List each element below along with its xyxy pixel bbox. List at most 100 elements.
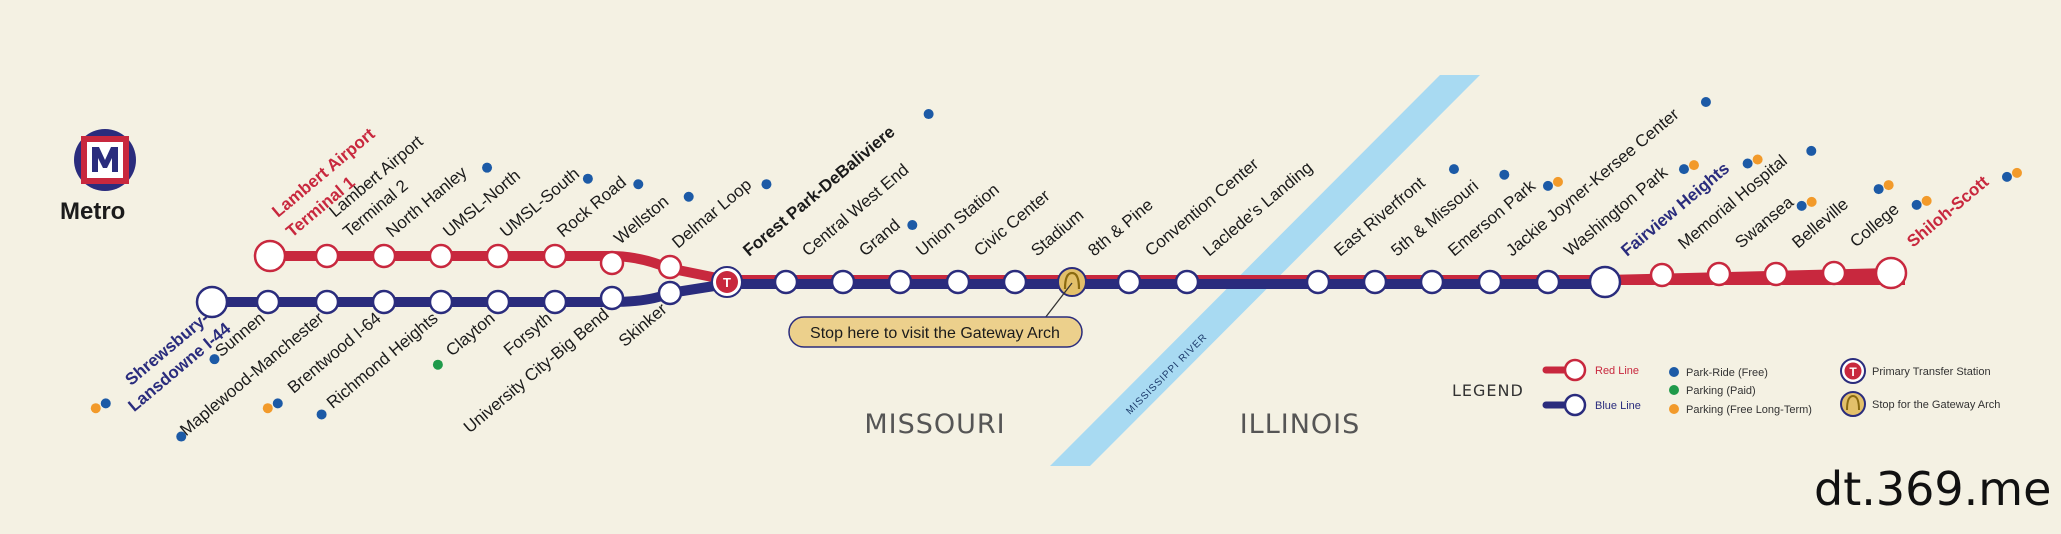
station-shrewsbury-lansdowne-i-44[interactable] bbox=[195, 285, 229, 319]
station-skinker[interactable] bbox=[657, 280, 683, 306]
station-lambert-airport-terminal-2[interactable] bbox=[314, 243, 340, 269]
parking-parking-free-long-term-icon bbox=[1552, 176, 1563, 187]
parking-park-ride-icon bbox=[923, 109, 934, 120]
gateway-arch-callout-box bbox=[788, 316, 1083, 348]
station-umsl-north[interactable] bbox=[428, 243, 454, 269]
gateway-arch-icon bbox=[1063, 271, 1081, 290]
parking-parking-free-long-term-icon bbox=[1883, 180, 1894, 191]
station-umsl-south[interactable] bbox=[485, 243, 511, 269]
station-memorial-hospital[interactable] bbox=[1649, 262, 1675, 288]
station-jackie-joyner-kersee-center[interactable] bbox=[1477, 269, 1503, 295]
parking-park-ride-icon bbox=[482, 162, 493, 173]
station-college[interactable] bbox=[1821, 260, 1847, 286]
station-clayton[interactable] bbox=[485, 289, 511, 315]
parking-park-ride-icon bbox=[1448, 164, 1459, 175]
parking-parking-free-long-term-icon bbox=[1688, 160, 1699, 171]
legend-arch-stop-label: Stop for the Gateway Arch bbox=[1872, 399, 2000, 411]
parking-park-ride-icon bbox=[2001, 171, 2012, 182]
legend-parking-free-long-term-icon bbox=[1669, 404, 1679, 414]
state-label-missouri: MISSOURI bbox=[864, 409, 1005, 440]
parking-park-ride-icon bbox=[1742, 158, 1753, 169]
legend-parking-paid-label: Parking (Paid) bbox=[1686, 385, 1756, 397]
station-maplewood-manchester[interactable] bbox=[314, 289, 340, 315]
legend-transfer-label: Primary Transfer Station bbox=[1872, 366, 1991, 378]
legend-red-line-label: Red Line bbox=[1595, 365, 1639, 377]
legend-blue-line-icon bbox=[1563, 393, 1587, 417]
station-5th-missouri[interactable] bbox=[1362, 269, 1388, 295]
station-washington-park[interactable] bbox=[1535, 269, 1561, 295]
parking-park-ride-icon bbox=[100, 398, 111, 409]
parking-parking-free-long-term-icon bbox=[1806, 196, 1817, 207]
station-central-west-end[interactable] bbox=[773, 269, 799, 295]
legend-blue-line-label: Blue Line bbox=[1595, 400, 1641, 412]
red-line-extension-path bbox=[1604, 268, 1892, 285]
station-east-riverfront[interactable] bbox=[1305, 269, 1331, 295]
mississippi-river bbox=[1050, 75, 1480, 466]
svg-text:T: T bbox=[1849, 365, 1857, 379]
parking-park-ride-icon bbox=[316, 409, 327, 420]
transfer-icon bbox=[716, 271, 738, 293]
station-sunnen[interactable] bbox=[255, 289, 281, 315]
parking-park-ride-icon bbox=[272, 398, 283, 409]
parking-park-ride-icon bbox=[1796, 200, 1807, 211]
station-emerson-park[interactable] bbox=[1419, 269, 1445, 295]
state-label-illinois: ILLINOIS bbox=[1240, 409, 1361, 440]
logo-text: Metro bbox=[60, 198, 125, 225]
parking-park-ride-icon bbox=[1806, 145, 1817, 156]
station-brentwood-i-64[interactable] bbox=[371, 289, 397, 315]
parking-parking-free-long-term-icon bbox=[1921, 195, 1932, 206]
legend-parking-paid-icon bbox=[1669, 385, 1679, 395]
station-label-clayton: Clayton bbox=[442, 309, 498, 361]
parking-park-ride-icon bbox=[209, 354, 220, 365]
station-grand[interactable] bbox=[830, 269, 856, 295]
transfer-symbol: T bbox=[723, 275, 731, 290]
legend-parking-free-long-term-label: Parking (Free Long-Term) bbox=[1686, 404, 1812, 416]
parking-park-ride-icon bbox=[633, 179, 644, 190]
station-shiloh-scott[interactable] bbox=[1874, 256, 1908, 290]
parking-park-ride-icon bbox=[761, 179, 772, 190]
station-fairview-heights[interactable] bbox=[1588, 265, 1622, 299]
station-lambert-airport-terminal-1[interactable] bbox=[253, 239, 287, 273]
legend-red-line-icon bbox=[1563, 358, 1587, 382]
parking-park-ride-icon bbox=[1911, 199, 1922, 210]
station-delmar-loop[interactable] bbox=[657, 254, 683, 280]
station-north-hanley[interactable] bbox=[371, 243, 397, 269]
parking-parking-paid-icon bbox=[432, 359, 443, 370]
parking-parking-free-long-term-icon bbox=[90, 403, 101, 414]
parking-parking-free-long-term-icon bbox=[262, 403, 273, 414]
parking-park-ride-icon bbox=[1873, 184, 1884, 195]
station-convention-center[interactable] bbox=[1116, 269, 1142, 295]
station-union-station[interactable] bbox=[887, 269, 913, 295]
station-university-city-big-bend[interactable] bbox=[599, 285, 625, 311]
station-label-delmar-loop: Delmar Loop bbox=[668, 175, 755, 252]
station-laclede-s-landing[interactable] bbox=[1174, 269, 1200, 295]
watermark: dt.369.me bbox=[1814, 462, 2051, 516]
station-rock-road[interactable] bbox=[542, 243, 568, 269]
metro-logo: Metro bbox=[60, 129, 136, 225]
parking-park-ride-icon bbox=[1678, 164, 1689, 175]
river-label: MISSISSIPPI RIVER bbox=[1124, 332, 1209, 417]
parking-park-ride-icon bbox=[176, 431, 187, 442]
station-label-skinker: Skinker bbox=[615, 299, 671, 350]
station-swansea[interactable] bbox=[1706, 261, 1732, 287]
legend-title: LEGEND bbox=[1452, 381, 1524, 400]
station-label-college: College bbox=[1846, 199, 1902, 251]
station-civic-center[interactable] bbox=[945, 269, 971, 295]
parking-park-ride-icon bbox=[683, 191, 694, 202]
parking-parking-free-long-term-icon bbox=[2011, 167, 2022, 178]
station-stadium[interactable] bbox=[1002, 269, 1028, 295]
station-forsyth[interactable] bbox=[542, 289, 568, 315]
station-label-shiloh-scott: Shiloh-Scott bbox=[1903, 172, 1992, 251]
gateway-arch-callout-text: Stop here to visit the Gateway Arch bbox=[810, 325, 1060, 342]
station-wellston[interactable] bbox=[599, 250, 625, 276]
legend-park-ride-icon bbox=[1669, 367, 1679, 377]
station-richmond-heights[interactable] bbox=[428, 289, 454, 315]
parking-parking-free-long-term-icon bbox=[1752, 154, 1763, 165]
legend-park-ride-label: Park-Ride (Free) bbox=[1686, 367, 1768, 379]
legend: LEGEND Red Line Blue Line Park-Ride (Fre… bbox=[1452, 358, 2000, 417]
station-label-grand: Grand bbox=[855, 215, 903, 260]
parking-park-ride-icon bbox=[1499, 169, 1510, 180]
parking-park-ride-icon bbox=[907, 220, 918, 231]
station-belleville[interactable] bbox=[1763, 261, 1789, 287]
